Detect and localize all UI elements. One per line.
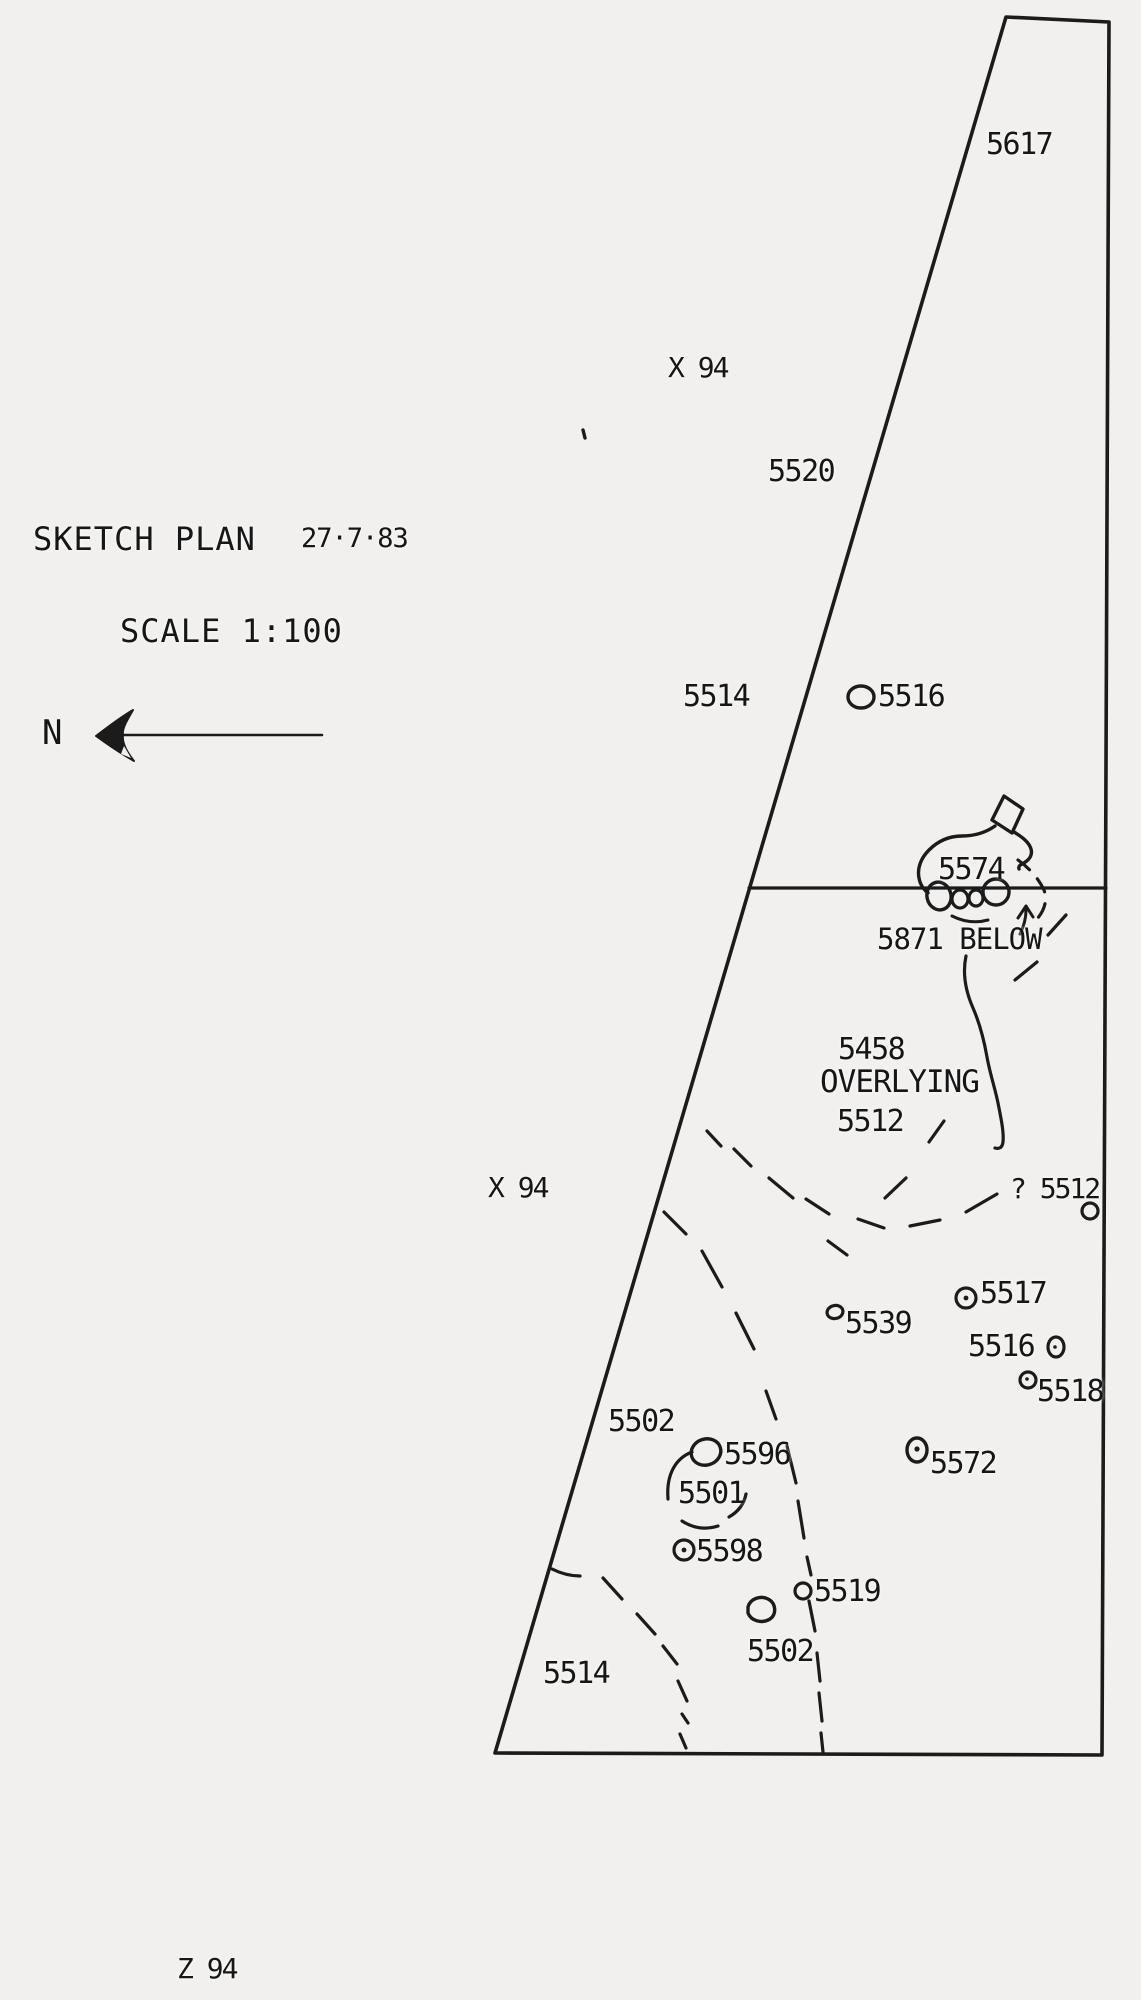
dashed-circle-5501: [666, 1450, 748, 1530]
dashed-boundary-5512: [705, 1119, 999, 1257]
scale-label: SCALE 1:100: [120, 612, 343, 650]
stone-5516-mid: [1046, 1335, 1066, 1359]
context-label-5572: 5572: [930, 1446, 998, 1481]
context-label-5501: 5501: [678, 1476, 746, 1511]
context-label-5539: 5539: [845, 1306, 913, 1341]
north-arrow-head-notch: [121, 746, 131, 758]
stone-5598: [672, 1538, 696, 1562]
stone: [981, 877, 1011, 907]
survey-tick: [581, 428, 587, 440]
grid-ref-z94: Z 94: [177, 1952, 238, 1985]
stone-5518-dot: [1025, 1377, 1029, 1381]
context-label-5518: 5518: [1037, 1374, 1105, 1409]
trench-outline: [493, 15, 1111, 1757]
feature-5574-marker-square: [990, 794, 1025, 835]
north-label: N: [42, 713, 63, 753]
plan-date: 27·7·83: [301, 523, 409, 554]
context-label-5519: 5519: [814, 1574, 882, 1609]
feature-5574-outline-left: [916, 824, 997, 895]
context-label-5512-query: ? 5512: [1010, 1172, 1101, 1205]
stone-5518: [1018, 1370, 1038, 1390]
grid-ref-x94-lower: X 94: [488, 1171, 549, 1204]
context-label-5516-upper: 5516: [878, 679, 946, 714]
dash: [1013, 960, 1039, 982]
context-label-5598: 5598: [696, 1534, 764, 1569]
stone-5596: [689, 1437, 723, 1467]
below-arrow-icon: [1016, 904, 1035, 936]
stone-5517: [954, 1286, 978, 1310]
context-label-5502-lower: 5502: [747, 1634, 815, 1669]
stone-5572: [905, 1436, 929, 1464]
dash: [950, 914, 990, 924]
context-label-overlying: OVERLYING: [820, 1064, 980, 1100]
stone: [925, 880, 953, 912]
stone-5519: [793, 1581, 813, 1601]
stone-5516-upper: [846, 684, 876, 710]
context-label-5574: 5574: [938, 852, 1006, 887]
feature-5574-outline-right: [1012, 830, 1034, 871]
feature-5574: [916, 794, 1068, 982]
stone-5572-dot: [914, 1446, 920, 1452]
context-label-5520: 5520: [768, 454, 836, 489]
stone-5539: [825, 1303, 845, 1321]
page-title: SKETCH PLAN: [33, 520, 256, 558]
stone-5598-dot: [681, 1547, 687, 1553]
dashed-boundary-5514: [550, 1567, 690, 1750]
context-label-5871-below: 5871 BELOW: [877, 922, 1043, 956]
context-label-5514-lower: 5514: [543, 1656, 611, 1691]
north-arrow: [95, 709, 324, 762]
boundary-5458-over-5512: [962, 954, 1005, 1150]
grid-ref-x94-upper: X 94: [668, 351, 729, 384]
stone-5516-mid-dot: [1053, 1345, 1057, 1349]
stone-5502-lower: [746, 1595, 777, 1624]
stone: [967, 888, 985, 908]
feature-5574-dashed-edge: [1016, 858, 1048, 921]
context-label-5514-upper: 5514: [683, 679, 751, 714]
context-label-5596: 5596: [724, 1437, 792, 1472]
stones: [672, 684, 1100, 1624]
stone-5517-dot: [963, 1295, 969, 1301]
stone: [950, 888, 970, 910]
stone-5512-query: [1080, 1201, 1100, 1221]
dashed-boundary-central: [662, 1210, 825, 1754]
context-label-5512: 5512: [837, 1104, 905, 1139]
dash: [1046, 913, 1068, 937]
context-label-5617: 5617: [986, 127, 1054, 162]
context-label-5516-mid: 5516: [968, 1329, 1036, 1364]
context-label-5458: 5458: [838, 1032, 906, 1067]
context-label-5517: 5517: [980, 1276, 1048, 1311]
context-label-5502-left: 5502: [608, 1404, 676, 1439]
